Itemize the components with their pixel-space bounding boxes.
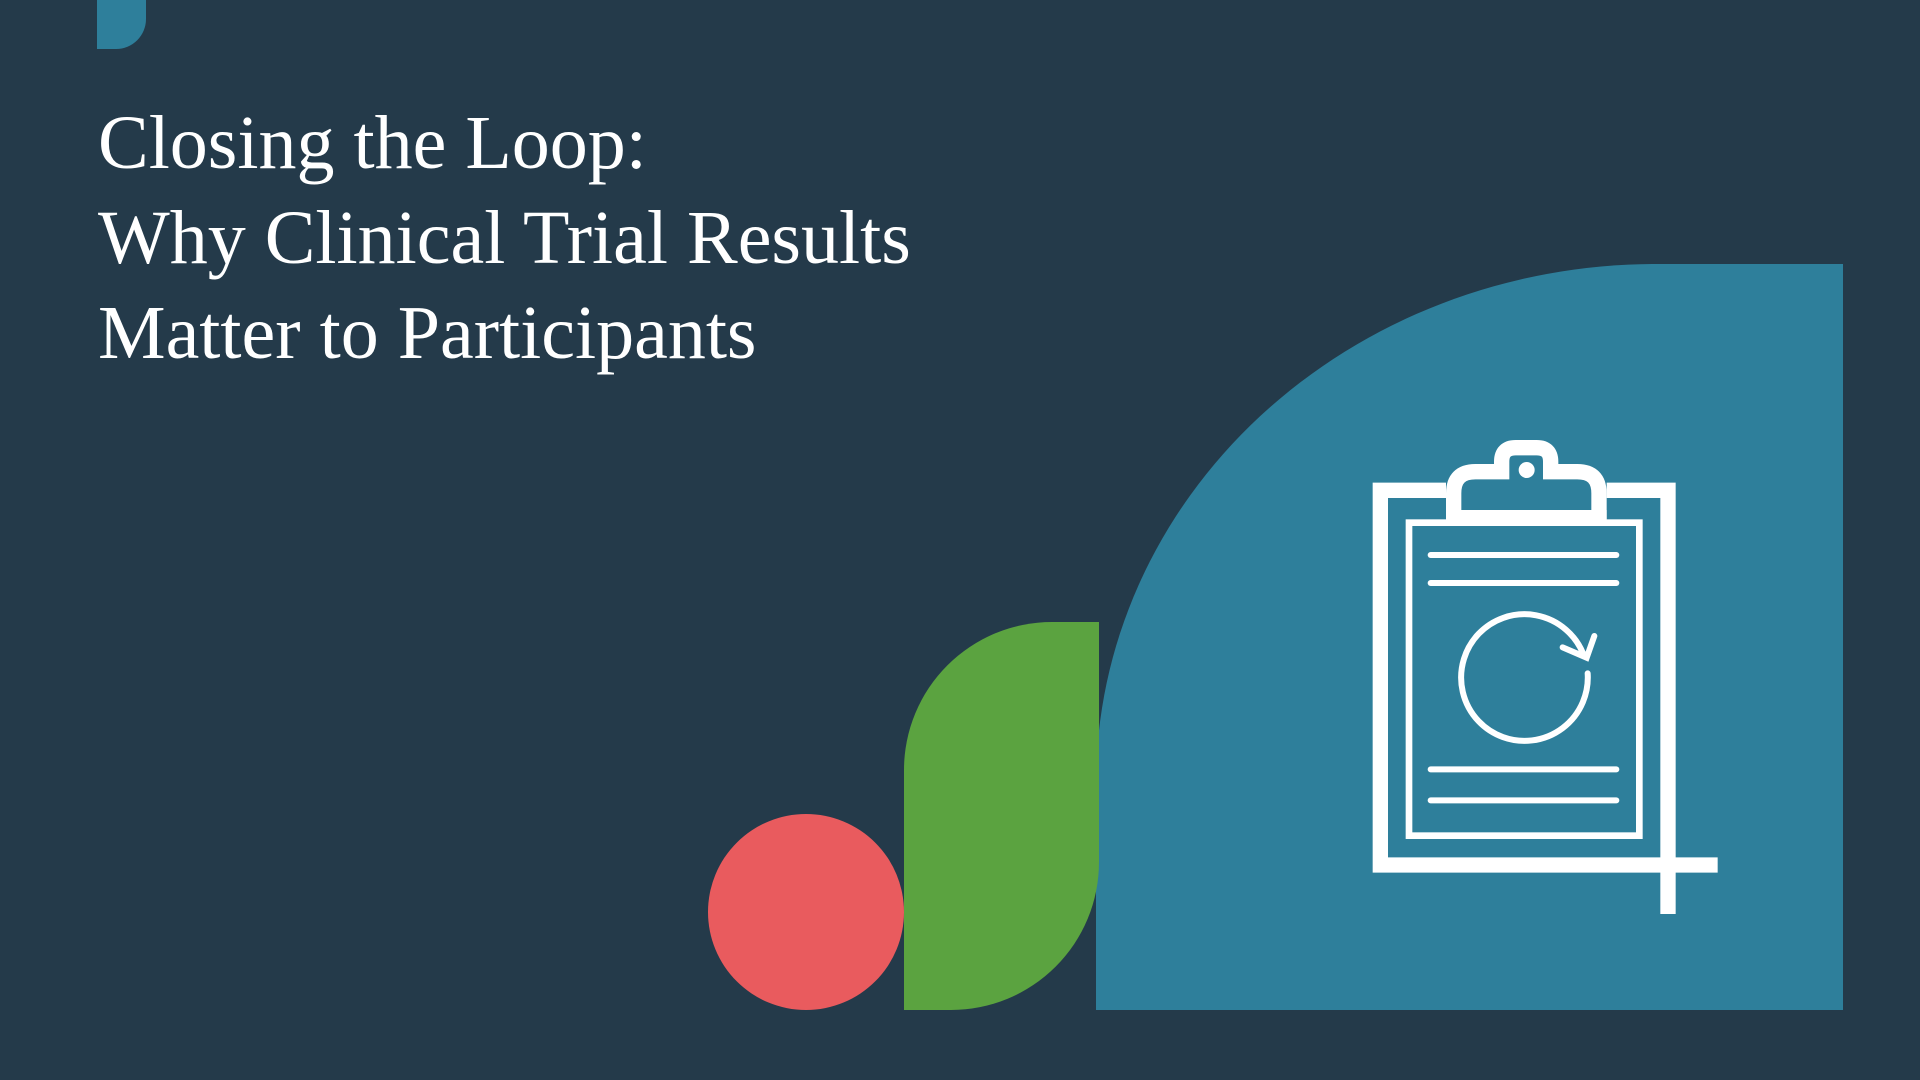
red-circle-shape [708, 814, 904, 1010]
green-leaf-shape [904, 622, 1099, 1010]
clipboard-refresh-icon [1372, 440, 1718, 914]
title-line-1: Closing the Loop: [98, 101, 647, 185]
title-line-3: Matter to Participants [98, 291, 757, 375]
title-line-2: Why Clinical Trial Results [98, 196, 911, 280]
corner-accent-shape [97, 0, 146, 49]
page-title: Closing the Loop: Why Clinical Trial Res… [98, 96, 911, 381]
